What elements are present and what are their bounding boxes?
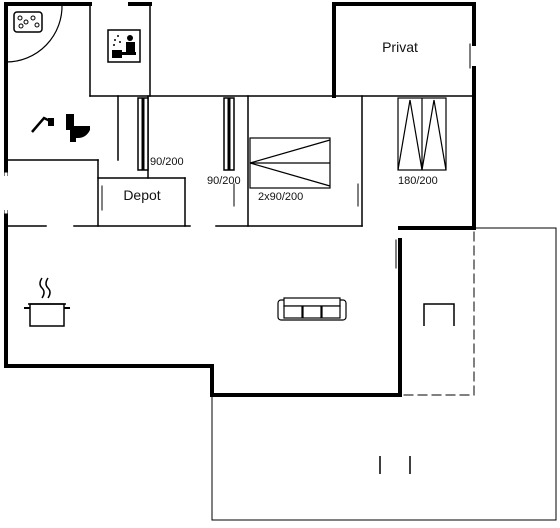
shower-icon (31, 116, 54, 133)
spa-icon (13, 11, 43, 33)
bed-90-200-a (137, 97, 149, 171)
sofa-icon (277, 297, 347, 321)
bed-180-200 (397, 97, 447, 171)
room-label-depot: Depot (123, 187, 160, 203)
spa-door-arc (5, 3, 63, 63)
bed-label-c: 2x90/200 (258, 191, 303, 203)
bed-90-200-b (223, 97, 235, 171)
terrace-marks (379, 456, 411, 474)
bed-label-b: 90/200 (207, 175, 241, 187)
toilet-icon (66, 114, 90, 142)
sauna-icon (107, 29, 141, 63)
chair-icon (423, 303, 455, 326)
terrace-outline (211, 227, 557, 521)
room-label-privat: Privat (382, 39, 418, 55)
cooking-pot-icon (24, 277, 70, 327)
bed-label-a: 90/200 (150, 156, 184, 168)
interior-walls (4, 3, 475, 227)
exterior-walls (4, 2, 476, 397)
bed-2x90-200 (249, 137, 331, 189)
door-marks (101, 43, 471, 269)
bed-label-d: 180/200 (398, 175, 438, 187)
